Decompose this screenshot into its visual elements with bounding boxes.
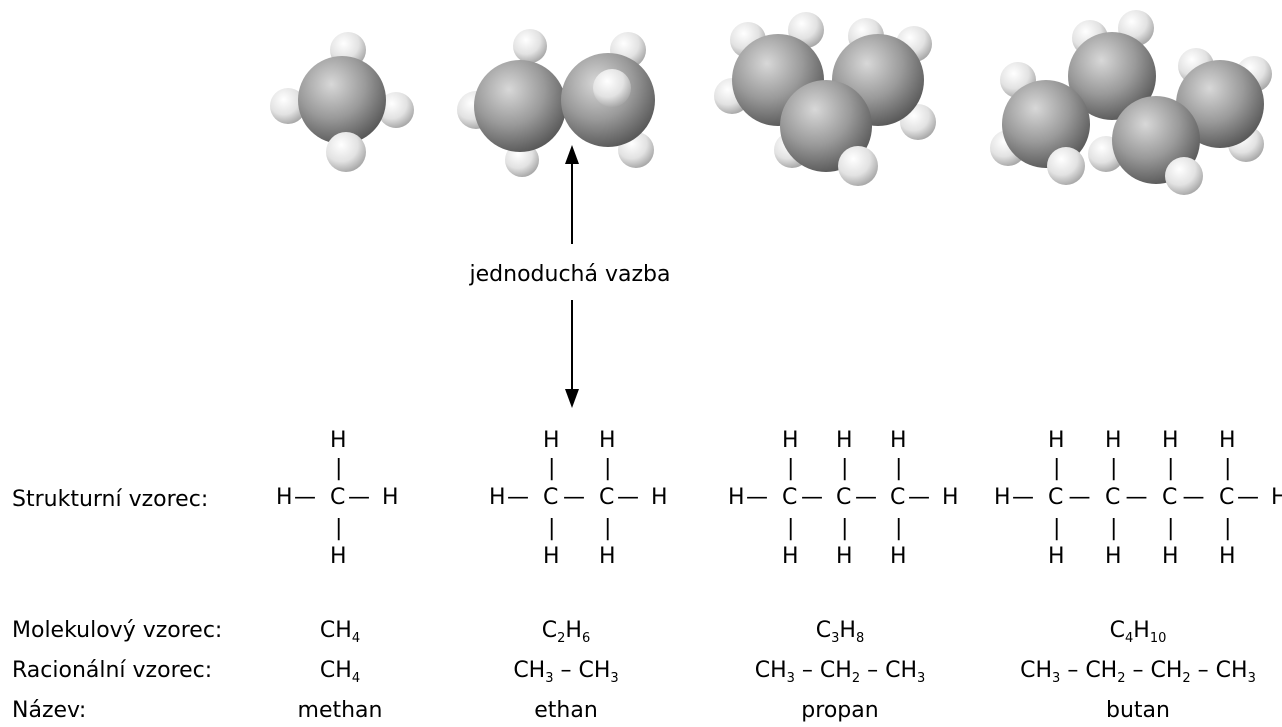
bond: | xyxy=(548,456,556,481)
atom-carbon: C xyxy=(890,485,906,510)
atom-hydrogen: H xyxy=(330,544,347,569)
atom-carbon: C xyxy=(1105,485,1121,510)
molecular-formula-butane: C4H10 xyxy=(1109,618,1167,646)
atom-hydrogen: H xyxy=(1219,428,1236,453)
row-label-rational: Racionální vzorec: xyxy=(12,658,213,683)
bond: — xyxy=(908,485,930,510)
rational-formula-propane: CH3 – CH2 – CH3 xyxy=(754,658,926,686)
bond: | xyxy=(787,456,795,481)
atom-hydrogen: H xyxy=(1048,428,1065,453)
butane-model xyxy=(990,10,1272,195)
atom-carbon: C xyxy=(836,485,852,510)
atom-carbon: C xyxy=(782,485,798,510)
bond: — xyxy=(617,485,639,510)
atom-carbon: C xyxy=(1048,485,1064,510)
molecular-formula-methane: CH4 xyxy=(319,618,361,646)
molecular-models xyxy=(270,10,1272,195)
bond: | xyxy=(895,516,903,541)
atom-hydrogen: H xyxy=(836,544,853,569)
bond: — xyxy=(1125,485,1148,510)
ethane-model xyxy=(457,29,655,177)
bond: | xyxy=(787,516,795,541)
atom-hydrogen: H xyxy=(942,485,959,510)
rational-formula-ethane: CH3 – CH3 xyxy=(513,658,619,686)
atom-hydrogen: H xyxy=(599,544,616,569)
bond: — xyxy=(746,485,768,510)
atom-carbon: C xyxy=(1219,485,1235,510)
atom-carbon: C xyxy=(1162,485,1178,510)
bond: — xyxy=(507,485,529,510)
atom-hydrogen: H xyxy=(651,485,668,510)
bond-arrows xyxy=(565,145,579,408)
propane-model xyxy=(714,12,936,186)
bond: | xyxy=(604,516,612,541)
atom-carbon: C xyxy=(599,485,615,510)
bond: | xyxy=(841,456,849,481)
bond: | xyxy=(1110,456,1118,481)
atom-hydrogen: H xyxy=(1162,544,1179,569)
atom-hydrogen: H xyxy=(782,428,799,453)
bond: | xyxy=(1224,516,1232,541)
bond: | xyxy=(1053,516,1061,541)
row-label-name: Název: xyxy=(12,698,87,723)
bond: | xyxy=(335,516,343,541)
atom-hydrogen: H xyxy=(543,544,560,569)
bond: | xyxy=(841,516,849,541)
bond: | xyxy=(335,456,343,481)
compound-name-propane: propan xyxy=(801,698,879,723)
bond: — xyxy=(1068,485,1091,510)
bond: — xyxy=(1237,485,1259,510)
methane-model xyxy=(270,32,414,172)
atom-hydrogen: H xyxy=(836,428,853,453)
bond: | xyxy=(1110,516,1118,541)
arrow-down-icon xyxy=(565,389,579,408)
atom-hydrogen: H xyxy=(1162,428,1179,453)
bond: | xyxy=(548,516,556,541)
bond: — xyxy=(801,485,823,510)
atom-carbon: C xyxy=(543,485,559,510)
atom-hydrogen: H xyxy=(543,428,560,453)
bond: — xyxy=(1182,485,1205,510)
rational-formula-butane: CH3 – CH2 – CH2 – CH3 xyxy=(1020,658,1256,686)
molecular-formula-propane: C3H8 xyxy=(815,618,865,646)
atom-hydrogen: H xyxy=(890,428,907,453)
atom-hydrogen: H xyxy=(1048,544,1065,569)
compound-name-ethane: ethan xyxy=(534,698,598,723)
atom-hydrogen: H xyxy=(890,544,907,569)
bond: | xyxy=(1167,516,1175,541)
bond: | xyxy=(1167,456,1175,481)
rational-formula-methane: CH4 xyxy=(319,658,361,686)
bond: — xyxy=(294,485,316,510)
compound-name-methane: methan xyxy=(297,698,383,723)
molecular-formula-ethane: C2H6 xyxy=(541,618,591,646)
bond: | xyxy=(1224,456,1232,481)
atom-hydrogen: H xyxy=(276,485,293,510)
atom-hydrogen: H xyxy=(1271,485,1282,510)
atom-hydrogen: H xyxy=(1219,544,1236,569)
atom-hydrogen: H xyxy=(599,428,616,453)
row-label-molecular: Molekulový vzorec: xyxy=(12,618,223,643)
bond: — xyxy=(1012,485,1034,510)
bond: — xyxy=(563,485,585,510)
row-label-structural: Strukturní vzorec: xyxy=(12,487,209,512)
atom-hydrogen: H xyxy=(728,485,745,510)
arrow-up-icon xyxy=(565,145,579,164)
bond: | xyxy=(604,456,612,481)
bond: — xyxy=(855,485,877,510)
single-bond-label: jednoduchá vazba xyxy=(469,262,671,287)
bond: | xyxy=(1053,456,1061,481)
atom-hydrogen: H xyxy=(782,544,799,569)
compound-name-butane: butan xyxy=(1106,698,1170,723)
atom-hydrogen: H xyxy=(1105,428,1122,453)
bond: | xyxy=(895,456,903,481)
atom-carbon: C xyxy=(330,485,346,510)
atom-hydrogen: H xyxy=(382,485,399,510)
atom-hydrogen: H xyxy=(1105,544,1122,569)
atom-hydrogen: H xyxy=(489,485,506,510)
bond: — xyxy=(348,485,370,510)
atom-hydrogen: H xyxy=(994,485,1011,510)
atom-hydrogen: H xyxy=(330,428,347,453)
